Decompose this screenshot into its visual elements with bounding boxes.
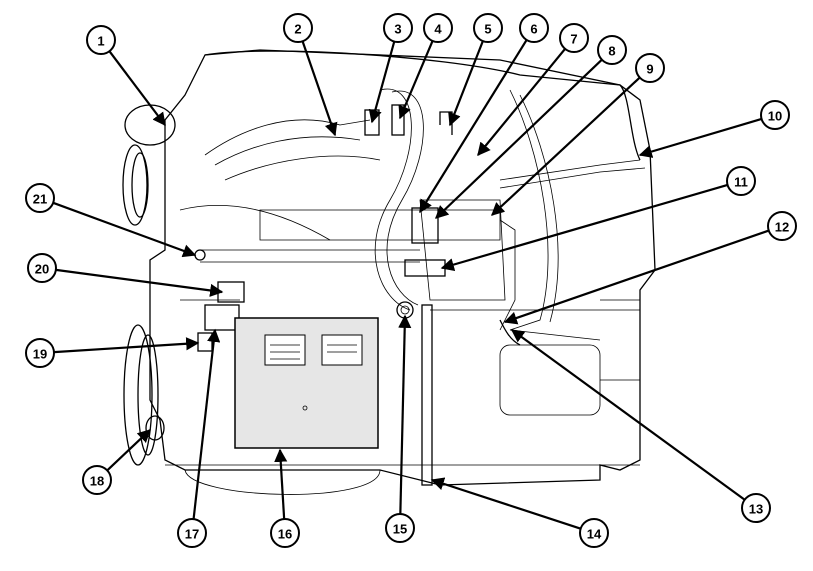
callout-number: 9	[646, 62, 653, 77]
leader-line	[430, 477, 582, 530]
callout-number: 2	[294, 22, 301, 37]
callout-4: 4	[398, 13, 453, 120]
callout-number: 18	[90, 474, 104, 489]
callout-circle	[423, 13, 453, 43]
callout-6: 6	[419, 13, 549, 214]
leader-line	[108, 50, 166, 127]
callout-number: 21	[33, 192, 47, 207]
callout-12: 12	[503, 211, 797, 325]
callout-number: 8	[608, 44, 615, 59]
callout-number: 5	[484, 22, 491, 37]
callout-9: 9	[491, 53, 665, 216]
callout-circle	[27, 253, 57, 283]
engine-drawing	[122, 49, 656, 495]
leader-line	[274, 448, 288, 520]
callout-circle	[385, 513, 415, 543]
callout-circle	[767, 211, 797, 241]
callout-circle	[177, 518, 207, 548]
leader-line	[398, 314, 412, 515]
leader-line	[192, 328, 221, 520]
callout-circle	[741, 493, 771, 523]
callout-circle	[597, 35, 627, 65]
callout-19: 19	[25, 337, 200, 368]
callout-2: 2	[283, 13, 338, 137]
leader-line	[503, 229, 770, 325]
leader-line	[435, 58, 603, 219]
callout-circle	[579, 518, 609, 548]
callout-20: 20	[27, 253, 224, 297]
callout-circle	[270, 518, 300, 548]
callout-number: 3	[394, 22, 401, 37]
callout-14: 14	[430, 477, 609, 548]
callout-10: 10	[638, 100, 790, 158]
callout-number: 10	[768, 109, 782, 124]
callout-18: 18	[82, 429, 151, 495]
callout-circle	[82, 465, 112, 495]
callout-circle	[25, 338, 55, 368]
leader-line	[638, 117, 762, 158]
callout-number: 17	[185, 527, 199, 542]
callout-circle	[25, 183, 55, 213]
callout-number: 20	[35, 262, 49, 277]
leader-line	[510, 329, 746, 501]
callout-13: 13	[510, 329, 771, 523]
callout-number: 16	[278, 527, 292, 542]
callout-circle	[519, 13, 549, 43]
callout-17: 17	[177, 328, 221, 548]
callout-15: 15	[385, 314, 415, 543]
leader-line	[368, 41, 396, 124]
leader-line	[448, 40, 484, 127]
callout-number: 6	[530, 22, 537, 37]
callout-16: 16	[270, 448, 300, 548]
callout-7: 7	[477, 23, 589, 157]
callout-circle	[559, 23, 589, 53]
callout-8: 8	[435, 35, 627, 219]
callout-1: 1	[86, 25, 166, 127]
callout-number: 1	[97, 34, 104, 49]
callout-circle	[473, 13, 503, 43]
callout-number: 14	[587, 527, 602, 542]
leader-line	[52, 201, 197, 258]
leader-line	[477, 48, 566, 157]
callout-circle	[86, 25, 116, 55]
leader-line	[53, 337, 200, 354]
leader-line	[106, 429, 151, 472]
callout-5: 5	[448, 13, 503, 127]
callout-number: 19	[33, 347, 47, 362]
leader-line	[419, 39, 528, 214]
callout-circle	[383, 13, 413, 43]
callout-11: 11	[440, 166, 756, 272]
callout-number: 11	[734, 175, 748, 190]
leader-line	[301, 40, 338, 137]
callout-circle	[283, 13, 313, 43]
callout-circle	[726, 166, 756, 196]
callout-number: 13	[749, 502, 763, 517]
callout-21: 21	[25, 183, 197, 258]
leader-line	[398, 40, 434, 120]
callout-number: 7	[570, 32, 577, 47]
callout-number: 12	[775, 220, 789, 235]
engine-control-module	[234, 317, 379, 449]
callout-3: 3	[368, 13, 413, 124]
callout-circle	[760, 100, 790, 130]
callout-number: 15	[393, 522, 407, 537]
callout-number: 4	[434, 22, 442, 37]
leader-line	[55, 268, 224, 297]
leader-line	[491, 76, 641, 216]
leader-line	[440, 183, 728, 272]
callout-circle	[635, 53, 665, 83]
